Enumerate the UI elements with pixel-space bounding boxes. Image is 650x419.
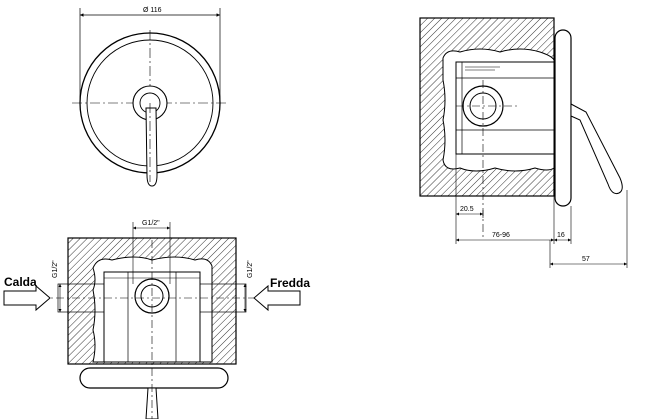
pipe-left-label: G1/2" xyxy=(52,260,59,278)
dim-76-96: 76-96 xyxy=(492,232,510,239)
lever-handle xyxy=(145,107,158,187)
side-view: 20.5 76-96 16 57 xyxy=(419,17,628,268)
pipe-right-label: G1/2" xyxy=(247,260,254,278)
pipe-top-label: G1/2" xyxy=(142,220,160,227)
cold-arrow xyxy=(253,284,301,312)
dim-57: 57 xyxy=(582,256,590,263)
diameter-label: Ø 116 xyxy=(143,7,162,14)
plate-side xyxy=(554,29,572,207)
plan-view: G1/2" G1/2" G1/2" Calda Fredda xyxy=(3,220,310,419)
dim-16: 16 xyxy=(557,232,565,239)
front-view: Ø 116 xyxy=(72,7,228,187)
lever-side xyxy=(570,103,623,195)
hot-label: Calda xyxy=(4,275,37,289)
cold-label: Fredda xyxy=(270,276,310,290)
dim-20-5: 20.5 xyxy=(460,206,474,213)
hot-arrow xyxy=(3,284,51,312)
plan-plate xyxy=(79,367,229,389)
